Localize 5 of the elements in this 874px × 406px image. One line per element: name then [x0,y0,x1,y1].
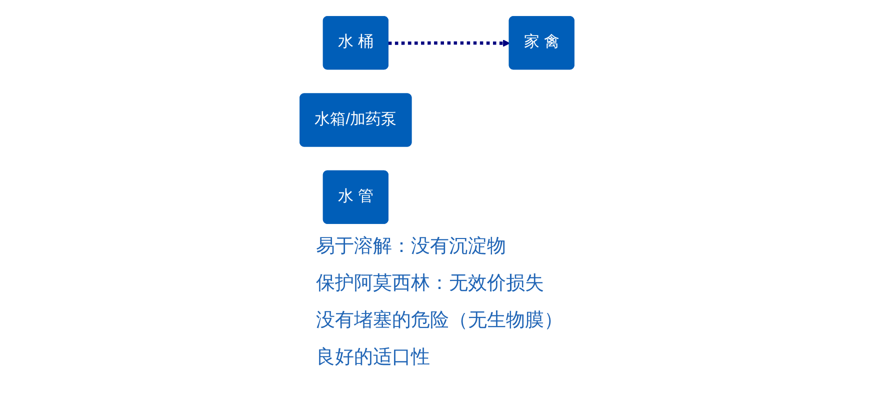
arrow [388,40,510,47]
note-text: 良好的适口性 [316,346,431,370]
note-text: 易于溶解：没有沉淀物 [316,235,507,259]
note-text: 没有堵塞的危险（无生物膜） [316,309,563,333]
note-text: 保护阿莫西林：无效价损失 [316,272,545,296]
